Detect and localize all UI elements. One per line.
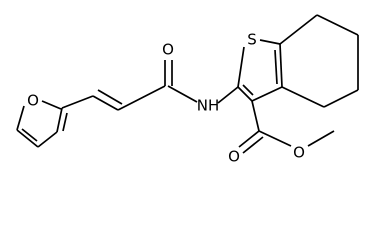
carbonyl-oxygen-label: O xyxy=(162,41,174,59)
cyclohexene-bond-2 xyxy=(316,14,359,36)
furan-bond-c4-c5-double xyxy=(16,128,39,148)
thiophene-bond-c7a-c3a-double xyxy=(274,43,283,88)
ester-carbonyl-oxygen-label: O xyxy=(228,148,240,166)
bond-furan-to-vinyl xyxy=(61,95,94,109)
cyclohexene-bond-5 xyxy=(281,86,325,108)
thiophene-sulfur-label: S xyxy=(247,31,257,49)
furan-bond-c5-o xyxy=(16,105,25,131)
furan-bond-o-c2 xyxy=(41,100,62,110)
bonds xyxy=(16,14,359,154)
bond-vinyl-to-carbonyl xyxy=(117,85,166,111)
amide-nitrogen-label: NH xyxy=(197,97,220,115)
chemical-structure-diagram: O O S NH O O xyxy=(16,14,359,166)
bond-ester-carbon-to-oxygen xyxy=(258,130,292,147)
thiophene-bond-c3-c2-double xyxy=(237,84,254,102)
bond-nh-to-thiophene xyxy=(217,86,239,104)
cyclohexene-bond-4 xyxy=(323,89,359,108)
vinyl-double-bond xyxy=(92,89,123,111)
furan-bond-c2-c3-double xyxy=(56,107,68,133)
bond-oxygen-to-methyl xyxy=(307,130,335,147)
furan-bond-c3-c4 xyxy=(37,131,58,148)
thiophene-bond-c2-s xyxy=(237,46,245,88)
thiophene-bond-c3a-c3 xyxy=(251,86,283,102)
furan-oxygen-label: O xyxy=(27,92,39,110)
bond-c3-to-ester-carbon xyxy=(251,100,260,132)
ester-carbonyl-double-bond xyxy=(238,130,264,154)
bond-carbonyl-to-nh xyxy=(167,85,198,103)
thiophene-bond-s-c7a xyxy=(259,39,281,45)
amide-carbonyl-double-bond xyxy=(164,60,173,86)
atom-labels: O O S NH O O xyxy=(27,31,305,166)
cyclohexene-bond-1 xyxy=(279,14,318,45)
ester-oxygen-label: O xyxy=(293,144,305,162)
